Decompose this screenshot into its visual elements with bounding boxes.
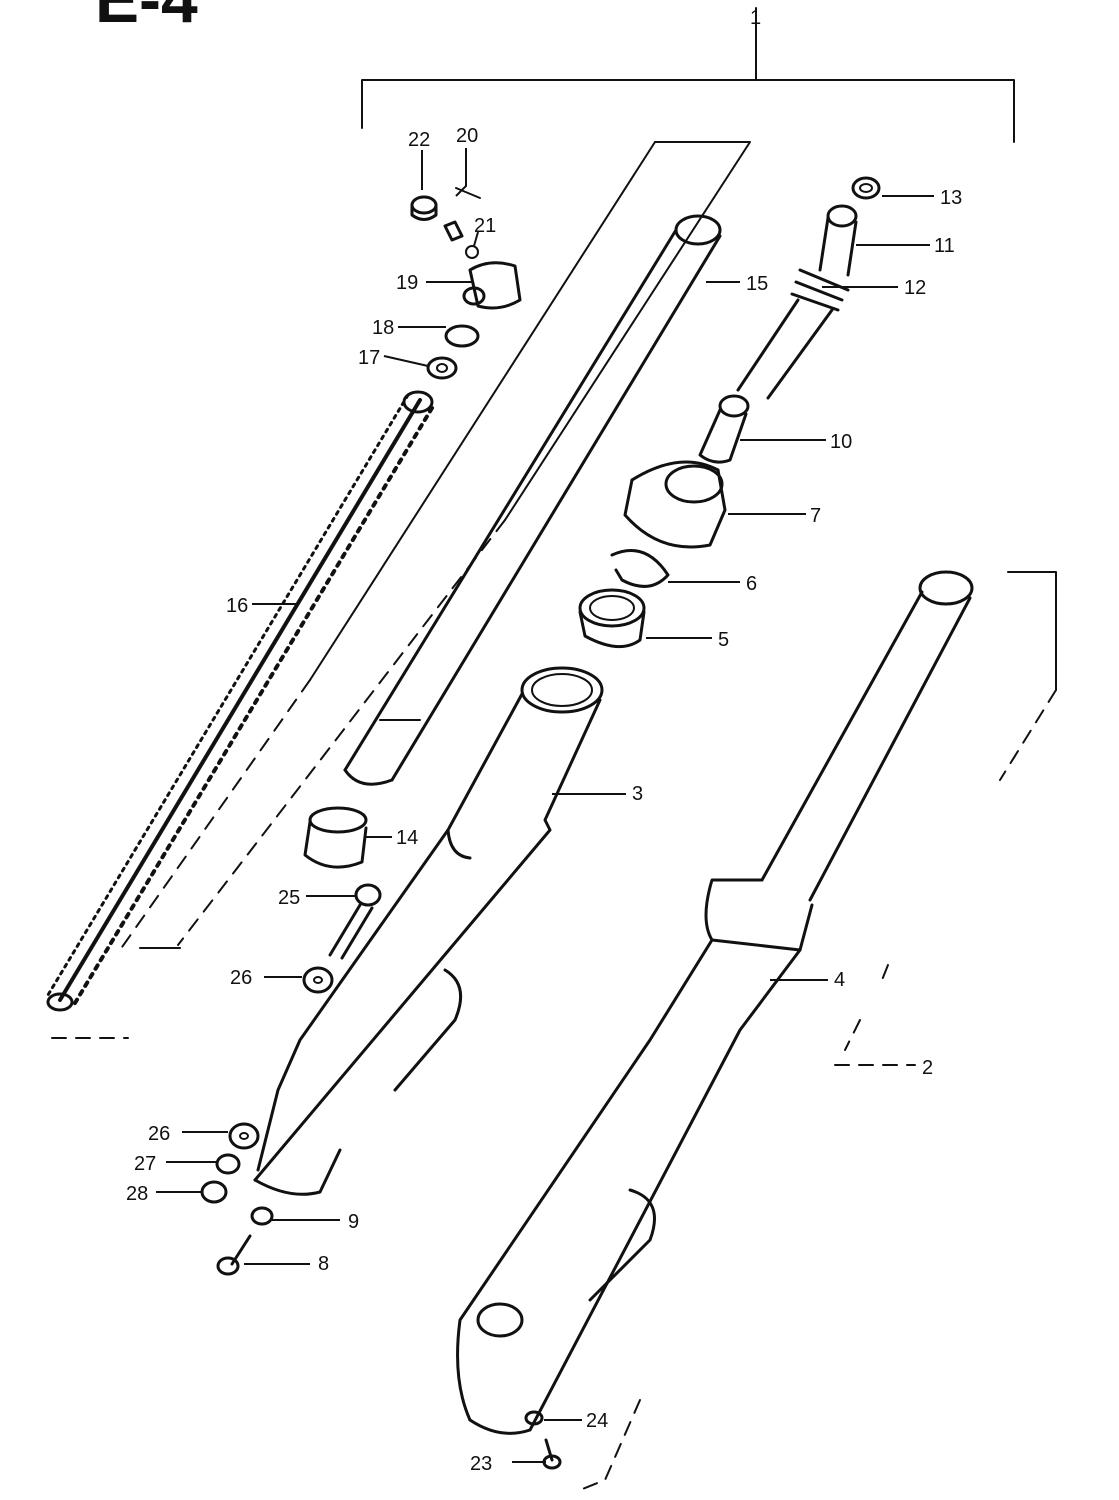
callout-9: 9 <box>348 1211 359 1233</box>
callout-23: 23 <box>470 1453 492 1475</box>
callout-19: 19 <box>396 272 418 294</box>
part-22-plug <box>410 195 438 221</box>
callout-1: 1 <box>750 7 761 29</box>
part-13-cap <box>851 176 881 200</box>
part-3-outer-tube <box>253 666 604 1196</box>
callout-25: 25 <box>278 887 300 909</box>
callout-22: 22 <box>408 129 430 151</box>
callout-15: 15 <box>746 273 768 295</box>
part-15-inner-tube <box>343 214 722 786</box>
callout-21: 21 <box>474 215 496 237</box>
part-23-bolt <box>542 1438 562 1470</box>
callout-28: 28 <box>126 1183 148 1205</box>
callout-3: 3 <box>632 783 643 805</box>
callout-18: 18 <box>372 317 394 339</box>
callout-4: 4 <box>834 969 845 991</box>
part-10-piece <box>698 394 750 464</box>
callout-2: 2 <box>922 1057 933 1079</box>
callout-12: 12 <box>904 277 926 299</box>
part-16-spring <box>46 390 434 1012</box>
callout-8: 8 <box>318 1253 329 1275</box>
assembly-bracket <box>361 7 1015 143</box>
part-4-outer-tube <box>456 570 974 1435</box>
phantom-outline-left <box>51 141 751 1039</box>
callout-26-upper: 26 <box>230 967 252 989</box>
part-26-washer-upper <box>302 966 334 994</box>
callout-5: 5 <box>718 629 729 651</box>
part-20-screw <box>443 187 481 242</box>
diagram-heading: E-4 <box>95 0 198 36</box>
callout-27: 27 <box>134 1153 156 1175</box>
callout-24: 24 <box>586 1410 608 1432</box>
part-5-oil-seal <box>578 588 646 648</box>
part-9-washer <box>250 1206 274 1226</box>
callout-11: 11 <box>934 235 955 257</box>
callout-13: 13 <box>940 187 962 209</box>
leader-lines <box>156 148 934 1463</box>
part-27-nut <box>215 1153 241 1175</box>
callout-20: 20 <box>456 125 478 147</box>
part-14-bushing <box>303 806 368 869</box>
callout-6: 6 <box>746 573 757 595</box>
callout-17: 17 <box>358 347 380 369</box>
part-21-oring <box>465 245 479 259</box>
part-19-cap <box>462 261 522 310</box>
part-12-damper-rod <box>736 204 858 400</box>
phantom-outline-right <box>579 571 1057 1491</box>
callout-7: 7 <box>810 505 821 527</box>
callout-26-lower: 26 <box>148 1123 170 1145</box>
part-17-washer <box>426 356 458 380</box>
part-24-washer <box>524 1410 544 1426</box>
callout-14: 14 <box>396 827 418 849</box>
callout-16: 16 <box>226 595 248 617</box>
part-18-oring <box>444 324 480 348</box>
part-8-bolt <box>216 1234 252 1276</box>
part-6-circlip <box>610 549 670 588</box>
part-28-nut <box>200 1180 228 1204</box>
part-26-washer-lower <box>228 1122 260 1150</box>
callout-labels: 1 2 3 4 5 6 7 8 9 10 11 12 13 14 15 16 1… <box>126 7 962 1475</box>
callout-10: 10 <box>830 431 852 453</box>
part-7-dust-boot <box>623 460 727 549</box>
